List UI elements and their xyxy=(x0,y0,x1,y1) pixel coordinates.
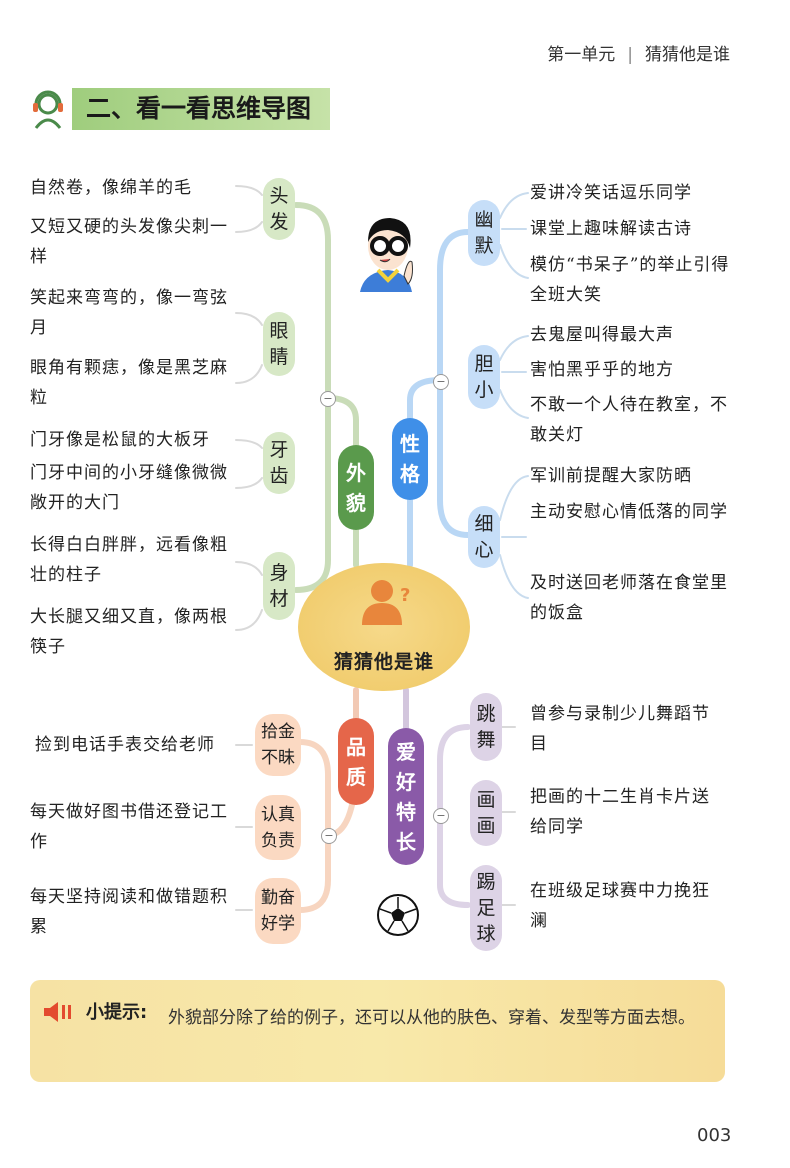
tip-label: 小提示: xyxy=(86,1002,148,1023)
sub-label: 细 xyxy=(474,513,494,535)
branch-label: 好 xyxy=(396,769,416,794)
branch-label: 外 xyxy=(346,460,366,485)
leaf-text: 课堂上趣味解读古诗 xyxy=(530,219,692,239)
unit-label: 第一单元 xyxy=(547,45,616,65)
sub-label: 小 xyxy=(474,379,494,401)
leaf-text: 大长腿又细又直，像两根筷子 xyxy=(30,607,228,657)
sub-label: 踢 xyxy=(476,871,496,893)
leaf-text: 及时送回老师落在食堂里的饭盒 xyxy=(530,573,728,623)
speaker-icon xyxy=(42,1002,78,1026)
collapse-toggle-quality[interactable]: − xyxy=(321,828,337,844)
sub-label: 负责 xyxy=(261,830,295,851)
sub-label: 幽 xyxy=(474,209,494,231)
branch-label: 品 xyxy=(346,734,366,759)
sub-label: 球 xyxy=(476,923,496,945)
leaf-text: 主动安慰心情低落的同学 xyxy=(530,502,728,522)
soccer-ball-icon xyxy=(376,893,420,941)
sub-node-eyes[interactable]: 眼睛 xyxy=(263,312,295,376)
sub-label: 跳 xyxy=(476,703,496,725)
branch-label: 特 xyxy=(396,799,416,824)
collapse-toggle-personality[interactable]: − xyxy=(433,374,449,390)
sub-label: 拾金 xyxy=(261,722,295,742)
tip-box: 小提示: 外貌部分除了给的例子，还可以从他的肤色、穿着、发型等方面去想。 xyxy=(30,980,725,1082)
lesson-label: 猜猜他是谁 xyxy=(645,45,730,65)
sub-label: 齿 xyxy=(269,465,289,487)
section-title: 二、看一看思维导图 xyxy=(72,88,330,130)
leaf-text: 笑起来弯弯的，像一弯弦月 xyxy=(30,288,228,338)
running-header: 第一单元 | 猜猜他是谁 xyxy=(547,40,730,65)
collapse-toggle-appearance[interactable]: − xyxy=(320,391,336,407)
sub-node-timid[interactable]: 胆小 xyxy=(468,345,500,409)
sub-node-drawing[interactable]: 画画 xyxy=(470,780,502,846)
leaf-text: 眼角有颗痣，像是黑芝麻粒 xyxy=(30,358,228,408)
branch-label: 长 xyxy=(396,829,416,854)
sub-label: 发 xyxy=(269,211,289,233)
leaf-text: 门牙像是松鼠的大板牙 xyxy=(30,430,210,450)
header-separator: | xyxy=(627,45,633,65)
branch-personality[interactable]: 性格 xyxy=(392,418,428,500)
leaf-text: 每天坚持阅读和做错题积累 xyxy=(30,887,228,937)
branch-label: 质 xyxy=(346,764,366,789)
leaf-text: 长得白白胖胖，远看像粗壮的柱子 xyxy=(30,535,228,585)
sub-label: 勤奋 xyxy=(261,888,295,908)
leaf-text: 害怕黑乎乎的地方 xyxy=(530,360,674,380)
sub-label: 眼 xyxy=(269,320,289,342)
tip-text: 外貌部分除了给的例子，还可以从他的肤色、穿着、发型等方面去想。 xyxy=(168,1008,695,1028)
sub-label: 好学 xyxy=(261,914,295,934)
center-title: 猜猜他是谁 xyxy=(333,651,434,673)
leaf-text: 每天做好图书借还登记工作 xyxy=(30,802,228,852)
person-question-icon: ? xyxy=(360,575,420,639)
sub-label: 舞 xyxy=(476,729,496,751)
sub-node-hair[interactable]: 头发 xyxy=(263,178,295,240)
sub-node-careful[interactable]: 细心 xyxy=(468,506,500,568)
sub-label: 默 xyxy=(474,235,494,257)
leaf-text: 去鬼屋叫得最大声 xyxy=(530,325,674,345)
headphone-person-icon xyxy=(30,88,66,130)
leaf-text: 自然卷，像绵羊的毛 xyxy=(30,178,192,198)
sub-label: 身 xyxy=(269,562,289,584)
branch-quality[interactable]: 品质 xyxy=(338,718,374,805)
leaf-text: 不敢一个人待在教室，不敢关灯 xyxy=(530,395,728,445)
sub-label: 画 xyxy=(476,815,496,837)
leaf-text: 在班级足球赛中力挽狂澜 xyxy=(530,881,710,931)
page-number: 003 xyxy=(697,1125,732,1146)
sub-node-football[interactable]: 踢足球 xyxy=(470,865,502,951)
leaf-text: 爱讲冷笑话逗乐同学 xyxy=(530,183,692,203)
sub-label: 睛 xyxy=(269,346,289,368)
branch-label: 貌 xyxy=(346,490,366,515)
sub-node-humor[interactable]: 幽默 xyxy=(468,200,500,266)
collapse-toggle-hobbies[interactable]: − xyxy=(433,808,449,824)
leaf-text: 门牙中间的小牙缝像微微敞开的大门 xyxy=(30,463,228,513)
sub-label: 牙 xyxy=(269,439,289,461)
sub-node-figure[interactable]: 身材 xyxy=(263,552,295,620)
branch-label: 性 xyxy=(400,432,420,456)
sub-label: 认真 xyxy=(261,804,295,825)
sub-label: 头 xyxy=(269,185,289,207)
leaf-text: 又短又硬的头发像尖刺一样 xyxy=(30,217,228,267)
sub-node-teeth[interactable]: 牙齿 xyxy=(263,432,295,494)
leaf-text: 把画的十二生肖卡片送给同学 xyxy=(530,787,710,837)
sub-label: 足 xyxy=(476,897,496,919)
leaf-text: 军训前提醒大家防晒 xyxy=(530,466,692,486)
leaf-text: 模仿“书呆子”的举止引得全班大笑 xyxy=(530,255,730,305)
sub-node-diligent[interactable]: 勤奋好学 xyxy=(255,878,301,944)
sub-label: 不昧 xyxy=(261,748,295,768)
branch-label: 爱 xyxy=(396,739,416,764)
sub-label: 胆 xyxy=(474,353,494,375)
branch-appearance[interactable]: 外貌 xyxy=(338,445,374,530)
leaf-text: 曾参与录制少儿舞蹈节目 xyxy=(530,704,710,754)
sub-label: 画 xyxy=(476,789,496,811)
svg-text:?: ? xyxy=(400,585,410,606)
center-topic: ? 猜猜他是谁 xyxy=(298,563,470,691)
boy-cartoon-icon xyxy=(358,214,420,294)
sub-label: 材 xyxy=(269,588,289,610)
leaf-text: 捡到电话手表交给老师 xyxy=(35,735,215,755)
branch-hobbies[interactable]: 爱好特长 xyxy=(388,728,424,865)
sub-node-dance[interactable]: 跳舞 xyxy=(470,693,502,761)
sub-node-honesty[interactable]: 拾金不昧 xyxy=(255,714,301,776)
branch-label: 格 xyxy=(400,462,420,486)
sub-label: 心 xyxy=(474,539,494,561)
sub-node-responsible[interactable]: 认真负责 xyxy=(255,795,301,860)
